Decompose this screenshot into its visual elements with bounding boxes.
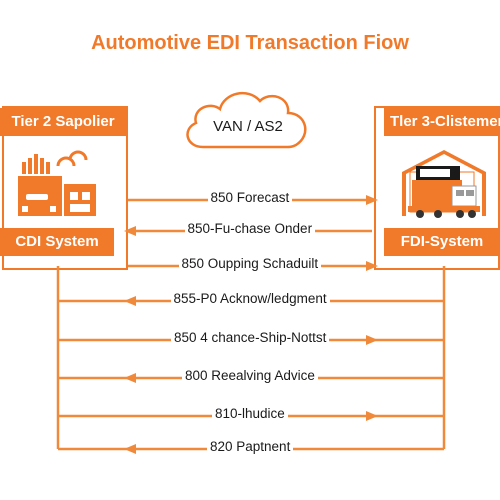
arrowhead-left-icon xyxy=(124,373,136,383)
message-label: 855-P0 Acknow/ledgment xyxy=(170,291,330,306)
message-label: 850 Forecast xyxy=(207,190,293,205)
left-party-header: Tier 2 Sapolier xyxy=(0,108,126,136)
arrowhead-right-icon xyxy=(366,411,378,421)
right-party-header: Tler 3-Clistemer xyxy=(384,108,500,136)
left-system-label: CDI System xyxy=(0,228,114,256)
message-label: 850 Oupping Schaduilt xyxy=(178,256,322,271)
message-label: 820 Paptnent xyxy=(207,439,294,454)
right-system-label: FDI-System xyxy=(384,228,500,256)
message-label: 800 Reealving Advice xyxy=(182,368,318,383)
arrowhead-right-icon xyxy=(366,335,378,345)
cloud-label: VAN / AS2 xyxy=(213,118,283,135)
diagram-title: Automotive EDI Transaction Fiow xyxy=(91,32,409,54)
arrowhead-right-icon xyxy=(366,195,378,205)
message-label: 850-Fu-chase Onder xyxy=(184,221,316,236)
cloud-icon xyxy=(186,91,307,149)
factory-icon xyxy=(18,150,96,216)
message-label: 850 4 chance-Ship-Nottst xyxy=(171,330,330,345)
warehouse-truck-icon xyxy=(402,150,486,218)
arrowhead-left-icon xyxy=(124,444,136,454)
message-label: 810-lhudice xyxy=(212,406,288,421)
arrowhead-left-icon xyxy=(124,296,136,306)
arrowhead-right-icon xyxy=(366,261,378,271)
arrowhead-left-icon xyxy=(124,226,136,236)
